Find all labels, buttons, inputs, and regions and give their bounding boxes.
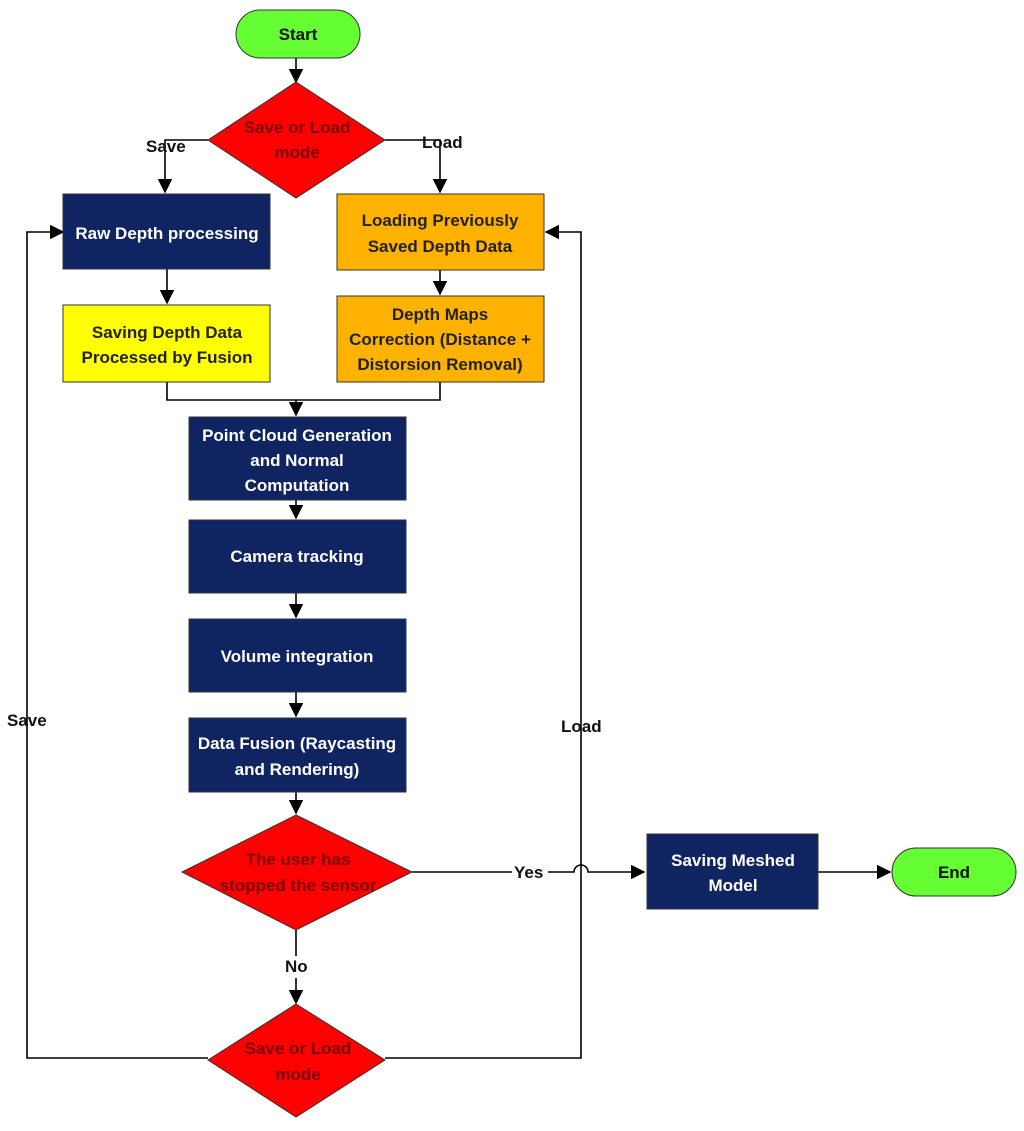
start-label: Start	[279, 25, 318, 44]
saving-depth-line1: Saving Depth Data	[92, 323, 243, 342]
raw-depth-label: Raw Depth processing	[75, 224, 258, 243]
label-load-top: Load	[422, 133, 463, 152]
camera-tracking-shape	[188, 519, 407, 594]
loading-depth-node: Loading Previously Saved Depth Data	[336, 193, 545, 271]
depth-correction-line1: Depth Maps	[392, 305, 488, 324]
end-shape	[891, 847, 1017, 897]
saving-depth-line2: Processed by Fusion	[82, 348, 253, 367]
end-node: End	[891, 847, 1017, 897]
sensor-decision-line2: stopped the sensor	[220, 876, 377, 895]
camera-tracking-node: Camera tracking	[188, 519, 407, 594]
raw-depth-shape	[62, 193, 271, 270]
volume-integration-label: Volume integration	[221, 647, 374, 666]
raw-depth-node: Raw Depth processing	[62, 193, 271, 270]
mode-decision-top: Save or Load mode	[207, 81, 386, 199]
label-yes: Yes	[514, 863, 543, 882]
depth-correction-shape	[336, 295, 545, 383]
saving-mesh-node: Saving Meshed Model	[646, 833, 819, 910]
loading-depth-shape	[336, 193, 545, 271]
saving-depth-shape	[62, 304, 271, 383]
saving-depth-node: Saving Depth Data Processed by Fusion	[62, 304, 271, 383]
mode-decision-bottom: Save or Load mode	[207, 1003, 386, 1118]
edge-merge	[166, 382, 441, 401]
point-cloud-line2: and Normal	[250, 451, 344, 470]
start-shape	[235, 9, 361, 59]
mode-decision-bottom-line2: mode	[275, 1065, 320, 1084]
start-node: Start	[235, 9, 361, 59]
label-load-loop: Load	[561, 717, 602, 736]
saving-mesh-line1: Saving Meshed	[671, 851, 795, 870]
edge-mode-load	[385, 139, 448, 194]
label-no: No	[285, 957, 308, 976]
edge-save-loop	[26, 224, 208, 1059]
edge-load-loop	[385, 224, 582, 1059]
mode-decision-bottom-shape	[207, 1003, 386, 1118]
point-cloud-node: Point Cloud Generation and Normal Comput…	[188, 416, 407, 501]
point-cloud-shape	[188, 416, 407, 501]
mode-decision-bottom-line1: Save or Load	[245, 1039, 352, 1058]
data-fusion-shape	[188, 717, 407, 793]
sensor-decision: The user has stopped the sensor	[180, 814, 414, 931]
camera-tracking-label: Camera tracking	[230, 547, 363, 566]
mode-decision-top-line1: Save or Load	[244, 118, 351, 137]
depth-correction-node: Depth Maps Correction (Distance + Distor…	[336, 295, 545, 383]
edge-labels: Save Load Save Load Yes No	[7, 133, 602, 978]
data-fusion-node: Data Fusion (Raycasting and Rendering)	[188, 717, 407, 793]
label-save-loop: Save	[7, 711, 47, 730]
depth-correction-line2: Correction (Distance +	[349, 330, 531, 349]
data-fusion-line2: and Rendering)	[235, 760, 360, 779]
sensor-decision-shape	[180, 814, 414, 931]
point-cloud-line3: Computation	[245, 476, 350, 495]
loading-depth-line1: Loading Previously	[362, 211, 519, 230]
loading-depth-line2: Saved Depth Data	[368, 237, 513, 256]
point-cloud-line1: Point Cloud Generation	[202, 426, 392, 445]
label-save-top: Save	[146, 137, 186, 156]
edge-mode-save	[157, 139, 208, 194]
volume-integration-node: Volume integration	[188, 618, 407, 693]
volume-integration-shape	[188, 618, 407, 693]
depth-correction-line3: Distorsion Removal)	[357, 355, 522, 374]
saving-mesh-line2: Model	[708, 876, 757, 895]
sensor-decision-line1: The user has	[246, 850, 351, 869]
mode-decision-top-shape	[207, 81, 386, 199]
data-fusion-line1: Data Fusion (Raycasting	[198, 734, 396, 753]
saving-mesh-shape	[646, 833, 819, 910]
mode-decision-top-line2: mode	[274, 143, 319, 162]
end-label: End	[938, 863, 970, 882]
